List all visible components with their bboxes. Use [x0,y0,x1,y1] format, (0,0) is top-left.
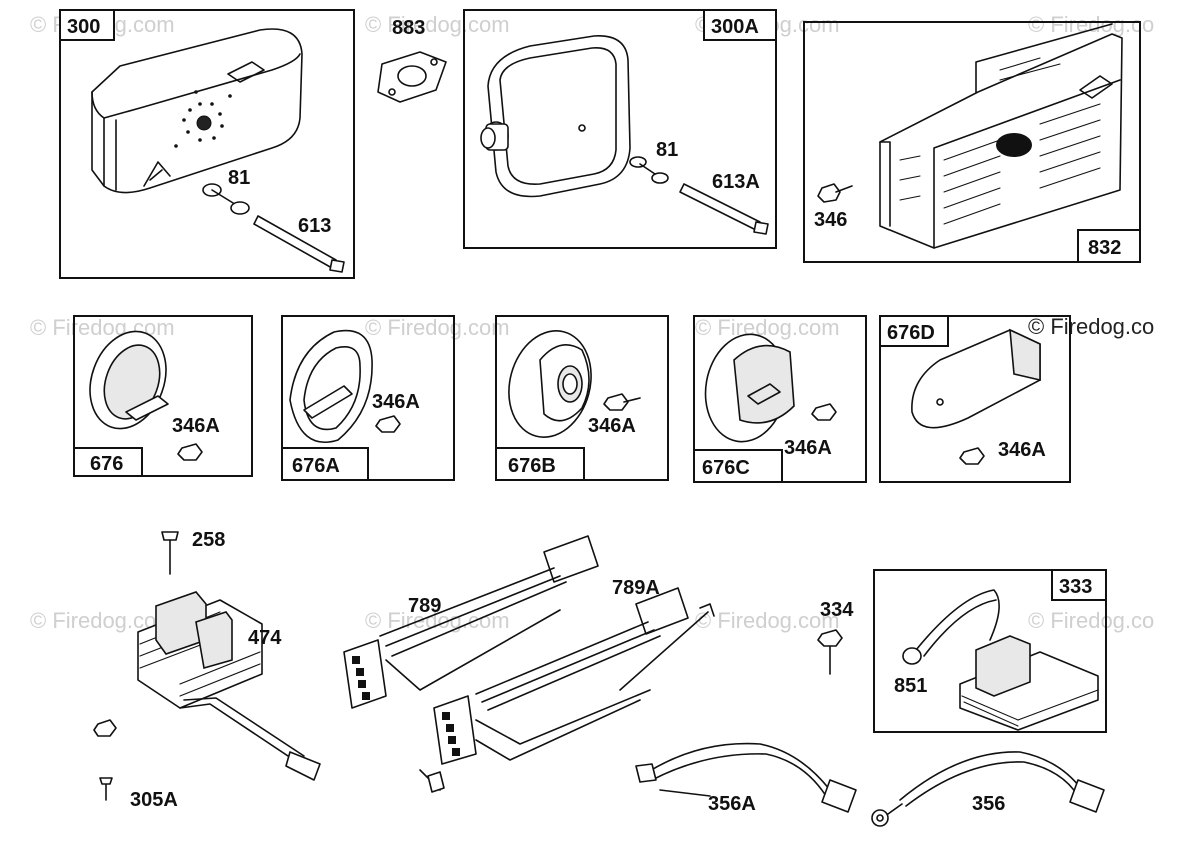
watermark: © Firedog.com [695,315,840,340]
part-box-676B: 676B 346A [495,315,669,481]
part-356-wire: 356 [871,751,1105,827]
box-tag-676B: 676B [508,455,556,477]
part-box-676D: 676D 346A [879,315,1071,483]
part-label-789A: 789A [612,577,660,599]
part-box-832: 832 346 [803,21,1141,263]
part-label-334: 334 [820,599,854,621]
part-label-346A: 346A [998,439,1046,461]
part-label-346A: 346A [172,415,220,437]
watermark: © Firedog.com [365,12,510,37]
watermark: © Firedog.com [365,315,510,340]
box-tag-832: 832 [1088,237,1121,259]
part-label-346A: 346A [784,437,832,459]
part-label-613: 613 [298,215,331,237]
watermark: © Firedog.com [365,608,510,633]
box-tag-333: 333 [1059,576,1092,598]
part-label-851: 851 [894,675,927,697]
part-label-81: 81 [228,167,250,189]
part-box-333: 333 851 [873,569,1107,733]
part-harness-789A: 789A [419,577,715,793]
part-label-258: 258 [192,529,225,551]
part-356A-wire: 356A [635,742,857,815]
part-box-300A: 300A 81 613A [463,9,777,249]
part-box-300: 300 81 613 [59,9,355,279]
watermark: © Firedog.co [1028,12,1154,37]
watermark-group: © Firedog.com © Firedog.com © Firedog.co… [30,12,1154,633]
box-tag-676C: 676C [702,457,750,479]
part-label-346: 346 [814,209,847,231]
part-label-356: 356 [972,793,1005,815]
box-tag-300: 300 [67,16,100,38]
part-box-676: 676 346A [73,315,253,477]
part-334-screw: 334 [817,599,854,675]
part-label-883: 883 [392,17,425,39]
box-tag-300A: 300A [711,16,759,38]
part-label-346A: 346A [588,415,636,437]
part-label-613A: 613A [712,171,760,193]
part-box-676C: 676C 346A [693,315,867,483]
part-label-346A: 346A [372,391,420,413]
part-label-474: 474 [248,627,282,649]
box-tag-676D: 676D [887,322,935,344]
part-label-81b: 81 [656,139,678,161]
watermark: © Firedog.co [1028,608,1154,633]
part-label-356A: 356A [708,793,756,815]
part-armature-474: 258 474 305A [93,529,321,811]
part-label-305A: 305A [130,789,178,811]
part-harness-789: 789 [343,535,599,709]
watermark: © Firedog.co [1028,314,1154,339]
watermark: © Firedog.com [695,608,840,633]
part-box-676A: 676A 346A [281,315,455,481]
part-883-gasket: 883 [377,17,447,103]
part-label-789: 789 [408,595,441,617]
box-tag-676A: 676A [292,455,340,477]
watermark: © Firedog.com [30,315,175,340]
box-tag-676: 676 [90,453,123,475]
